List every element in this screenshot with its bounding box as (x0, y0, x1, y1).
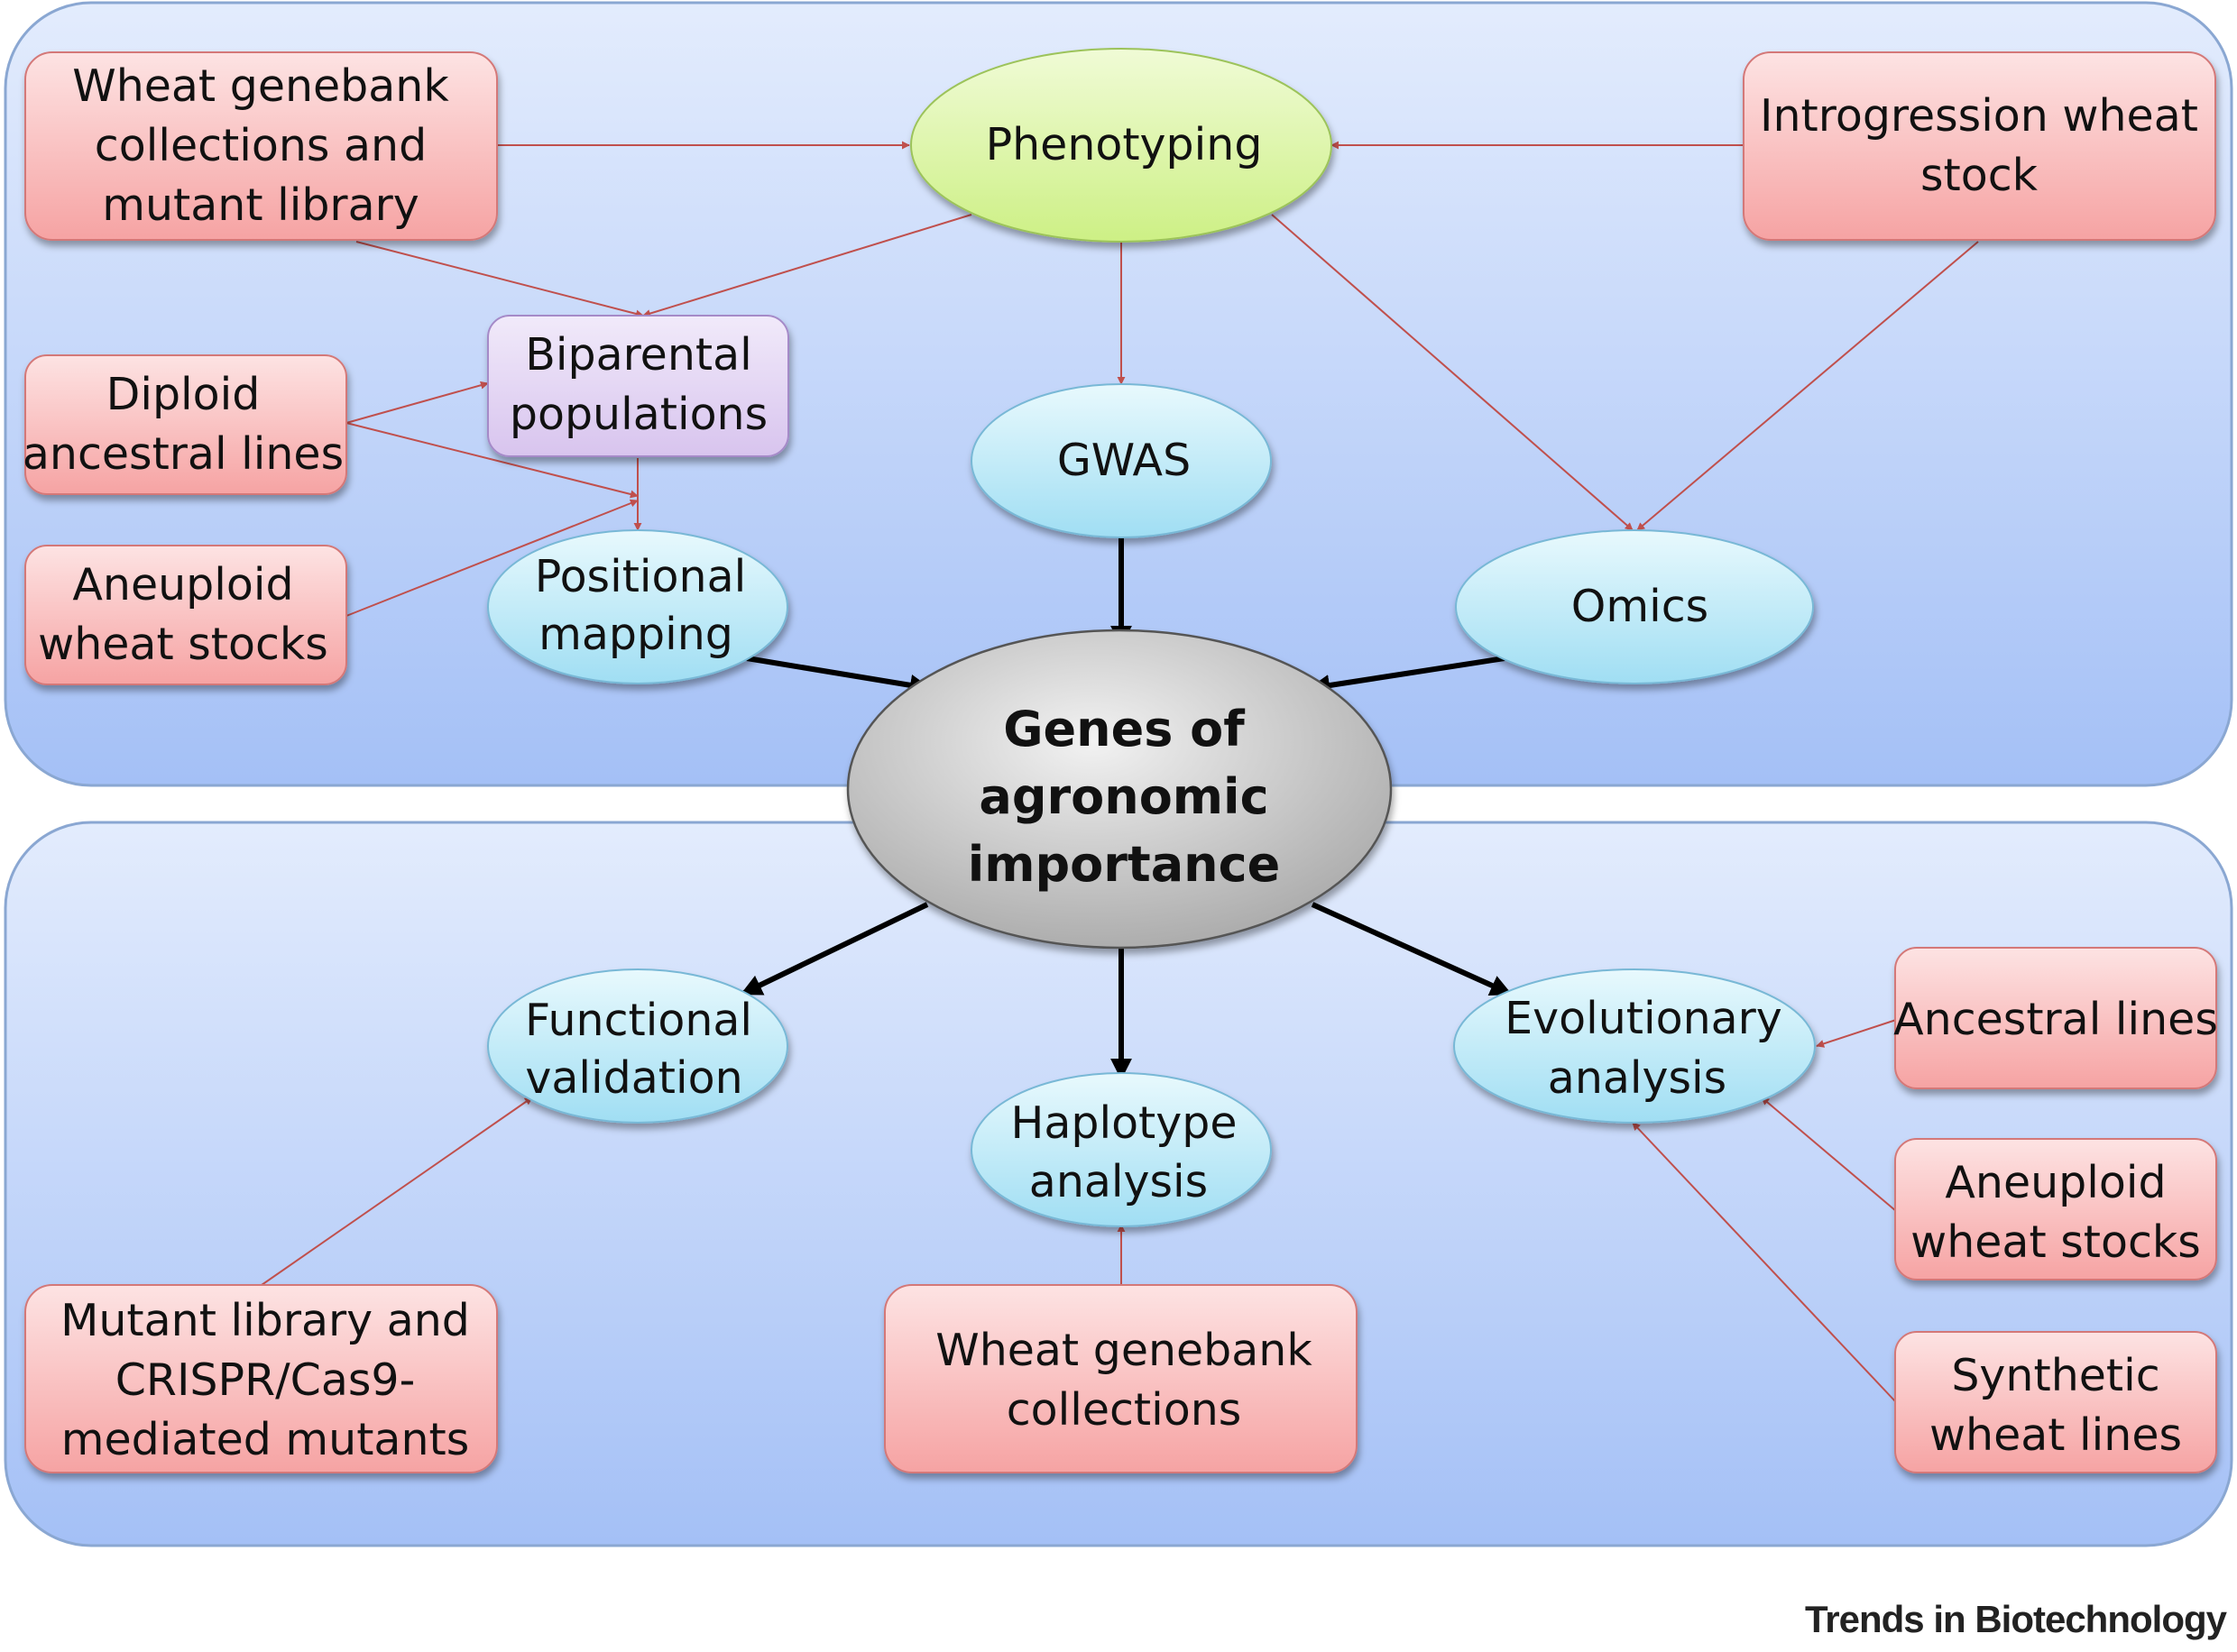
arrow-ancestral-to-evolutionary (1816, 1019, 1897, 1048)
arrow-aneuploid-to-positional (345, 499, 639, 617)
node-aneuploid-bottom: Aneuploid wheat stocks (1894, 1138, 2217, 1280)
node-label: Functional (525, 995, 752, 1046)
node-genebank-mutant: Wheat genebank collections and mutant li… (24, 51, 498, 241)
arrow-diploid-to-biparental (345, 381, 489, 424)
thick-arrows (740, 537, 1513, 1080)
node-label: Mutant library and (60, 1295, 470, 1346)
arrow-phenotyping-to-omics (1271, 214, 1634, 531)
node-label: ancestral lines (23, 428, 344, 480)
node-label: Biparental (525, 329, 751, 381)
node-haplotype: Haplotype analysis (971, 1072, 1272, 1227)
arrow-omics-to-center (1308, 656, 1505, 696)
arrow-phenotyping-to-biparental (642, 214, 972, 317)
arrow-introgression-to-omics (1636, 241, 1979, 531)
node-label: Introgression wheat (1760, 90, 2198, 142)
node-label: wheat stocks (1910, 1216, 2201, 1268)
node-label: analysis (1029, 1156, 1208, 1207)
node-label: Omics (1571, 581, 1708, 632)
arrow-mutant-to-functional (261, 1097, 533, 1286)
node-introgression: Introgression wheat stock (1743, 51, 2216, 241)
node-label: Phenotyping (986, 119, 1263, 170)
center-label: agronomic (979, 768, 1268, 825)
node-biparental: Biparental populations (487, 315, 789, 457)
node-label: stock (1920, 150, 2039, 201)
arrow-positional-to-center (746, 656, 932, 696)
node-label: collections (1007, 1384, 1242, 1436)
node-label: CRISPR/Cas9- (115, 1354, 416, 1406)
node-omics: Omics (1455, 529, 1814, 684)
arrow-aneuploid-to-evolutionary (1761, 1097, 1897, 1212)
thin-arrows (261, 141, 1979, 1403)
node-label: populations (510, 389, 768, 440)
center-label: Genes of (1003, 701, 1245, 757)
node-diploid: Diploid ancestral lines (23, 354, 347, 495)
node-label: Synthetic (1951, 1350, 2159, 1401)
node-positional: Positional mapping (487, 529, 788, 684)
node-genebank-bottom: Wheat genebank collections (884, 1284, 1358, 1473)
arrow-genebank-to-biparental (355, 241, 644, 318)
node-label: Haplotype (1010, 1097, 1237, 1149)
node-evolutionary: Evolutionary analysis (1453, 968, 1816, 1124)
node-functional: Functional validation (487, 968, 788, 1124)
node-label: mediated mutants (61, 1414, 469, 1465)
node-synthetic: Synthetic wheat lines (1894, 1331, 2217, 1473)
node-gwas: GWAS (971, 383, 1272, 538)
node-label: Positional (535, 551, 746, 602)
node-label: mutant library (102, 179, 419, 231)
node-label: Aneuploid (72, 559, 293, 610)
node-phenotyping: Phenotyping (910, 48, 1332, 243)
node-mutant-crispr: Mutant library and CRISPR/Cas9- mediated… (24, 1284, 498, 1473)
node-label: Wheat genebank (72, 60, 449, 112)
source-label: Trends in Biotechnology (1804, 1598, 2227, 1640)
node-label: wheat lines (1929, 1409, 2182, 1461)
node-label: Diploid (106, 369, 261, 420)
node-label: Wheat genebank (935, 1325, 1312, 1376)
arrow-diploid-to-positional (345, 422, 639, 499)
node-label: collections and (95, 120, 427, 171)
node-label: GWAS (1057, 435, 1191, 486)
node-ancestral: Ancestral lines (1893, 947, 2218, 1089)
arrow-center-to-functional (740, 902, 929, 996)
node-center: Genes of agronomic importance (846, 629, 1393, 950)
arrow-synthetic-to-evolutionary (1632, 1122, 1897, 1403)
arrow-center-to-evolutionary (1311, 902, 1513, 996)
center-label: importance (968, 836, 1281, 893)
node-label: Evolutionary (1505, 993, 1782, 1044)
node-label: mapping (539, 609, 733, 660)
node-label: Aneuploid (1945, 1157, 2166, 1208)
node-label: validation (525, 1052, 742, 1104)
node-aneuploid-top: Aneuploid wheat stocks (24, 545, 347, 685)
node-label: analysis (1548, 1052, 1726, 1104)
node-label: Ancestral lines (1893, 994, 2218, 1045)
node-label: wheat stocks (38, 619, 328, 670)
